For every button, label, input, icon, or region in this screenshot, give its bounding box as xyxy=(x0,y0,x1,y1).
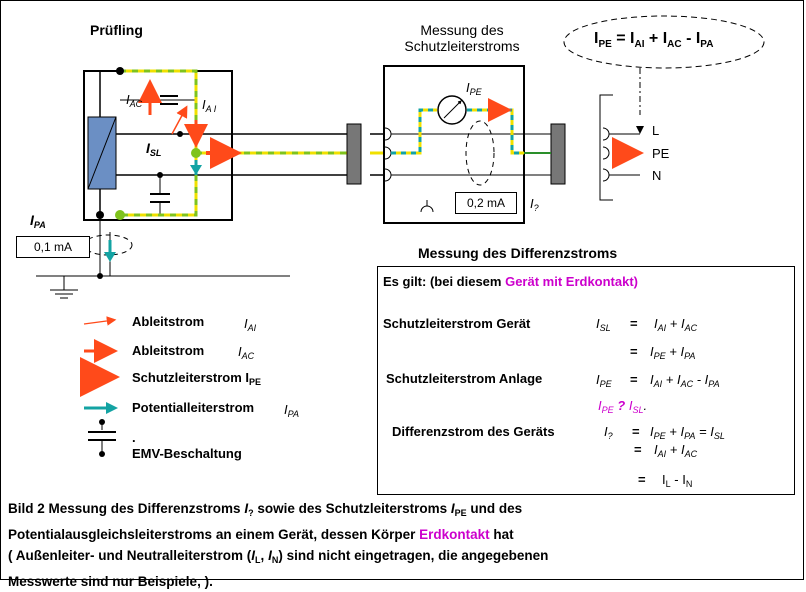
formula-box xyxy=(377,266,795,495)
formula-row1-label: Schutzleiterstrom Gerät xyxy=(383,316,531,331)
meter-pa-label: IPA xyxy=(30,212,46,230)
formula-row5-eq: = xyxy=(632,424,640,439)
formula-row3-rhs: IAI + IAC - IPA xyxy=(650,372,720,389)
formula-row5-rhs: IPE + IPA = ISL xyxy=(650,424,725,441)
conductor-pe: PE xyxy=(652,146,670,161)
formula-ellipse xyxy=(563,15,765,69)
legend-ac-symbol: IAC xyxy=(238,344,255,361)
device-label-iai: IA I xyxy=(202,97,217,114)
formula-row3-eq: = xyxy=(630,372,638,387)
meter-pa-display: 0,1 mA xyxy=(16,236,90,258)
device-label-iac: IAC xyxy=(126,92,143,109)
conductor-n: N xyxy=(652,168,662,183)
legend-potentialleiter: Potentialleiterstrom xyxy=(132,400,255,415)
formula-row4: IPE ? ISL. xyxy=(598,398,648,415)
legend-pa-symbol: IPA xyxy=(284,402,299,419)
figure-caption: Bild 2 Messung des Differenzstroms I? so… xyxy=(8,498,788,592)
legend-emv: EMV-Beschaltung xyxy=(132,446,242,461)
legend-ableitstrom-ai: Ableitstrom xyxy=(132,314,205,329)
meter-diff-label: I? xyxy=(530,196,539,213)
meter-diff-display: 0,2 mA xyxy=(455,192,517,214)
formula-row5-lhs: I? xyxy=(604,424,613,441)
formula-row6-eq: = xyxy=(634,442,642,457)
conductor-l: L xyxy=(652,123,660,138)
ellipse-formula: IPE = IAI + IAC - IPA xyxy=(594,30,714,50)
legend-schutzleiter: Schutzleiterstrom IPE xyxy=(132,370,262,387)
meter-pe-label: IPE xyxy=(466,80,482,97)
formula-row1-eq: = xyxy=(630,316,638,331)
formula-row7-rhs: IL - IN xyxy=(662,472,693,489)
formula-row2-eq: = xyxy=(630,344,638,359)
formula-row5-label: Differenzstrom des Geräts xyxy=(392,424,555,439)
caption-line3: ( Außenleiter- und Neutralleiterstrom (I… xyxy=(8,548,549,565)
legend-ai-symbol: IAI xyxy=(244,316,257,333)
measurement-pe-title: Messung des Schutzleiterstroms xyxy=(392,22,532,54)
formula-heading: Es gilt: (bei diesem Gerät mit Erdkontak… xyxy=(383,274,639,289)
formula-row1-rhs: IAI + IAC xyxy=(654,316,698,333)
formula-row7-eq: = xyxy=(638,472,646,487)
figure-frame xyxy=(0,0,804,580)
measurement-diff-title: Messung des Differenzstroms xyxy=(418,245,618,261)
legend-dot: . xyxy=(132,430,136,445)
formula-row1-lhs: ISL xyxy=(596,316,611,333)
caption-line2: Potentialausgleichsleiterstroms an einem… xyxy=(8,527,514,542)
caption-line1: Bild 2 Messung des Differenzstroms I? so… xyxy=(8,501,523,518)
legend-ableitstrom-ac: Ableitstrom xyxy=(132,343,205,358)
formula-row6-rhs: IAI + IAC xyxy=(654,442,698,459)
formula-row3-label: Schutzleiterstrom Anlage xyxy=(386,371,543,386)
measurement-pe-title-line2: Schutzleiterstroms xyxy=(404,38,520,54)
formula-row2-rhs: IPE + IPA xyxy=(650,344,696,361)
device-label-isl: ISL xyxy=(146,140,162,158)
measurement-box xyxy=(383,65,525,224)
pruefling-label: Prüfling xyxy=(90,22,143,38)
formula-row3-lhs: IPE xyxy=(596,372,612,389)
measurement-pe-title-line1: Messung des xyxy=(420,22,504,38)
